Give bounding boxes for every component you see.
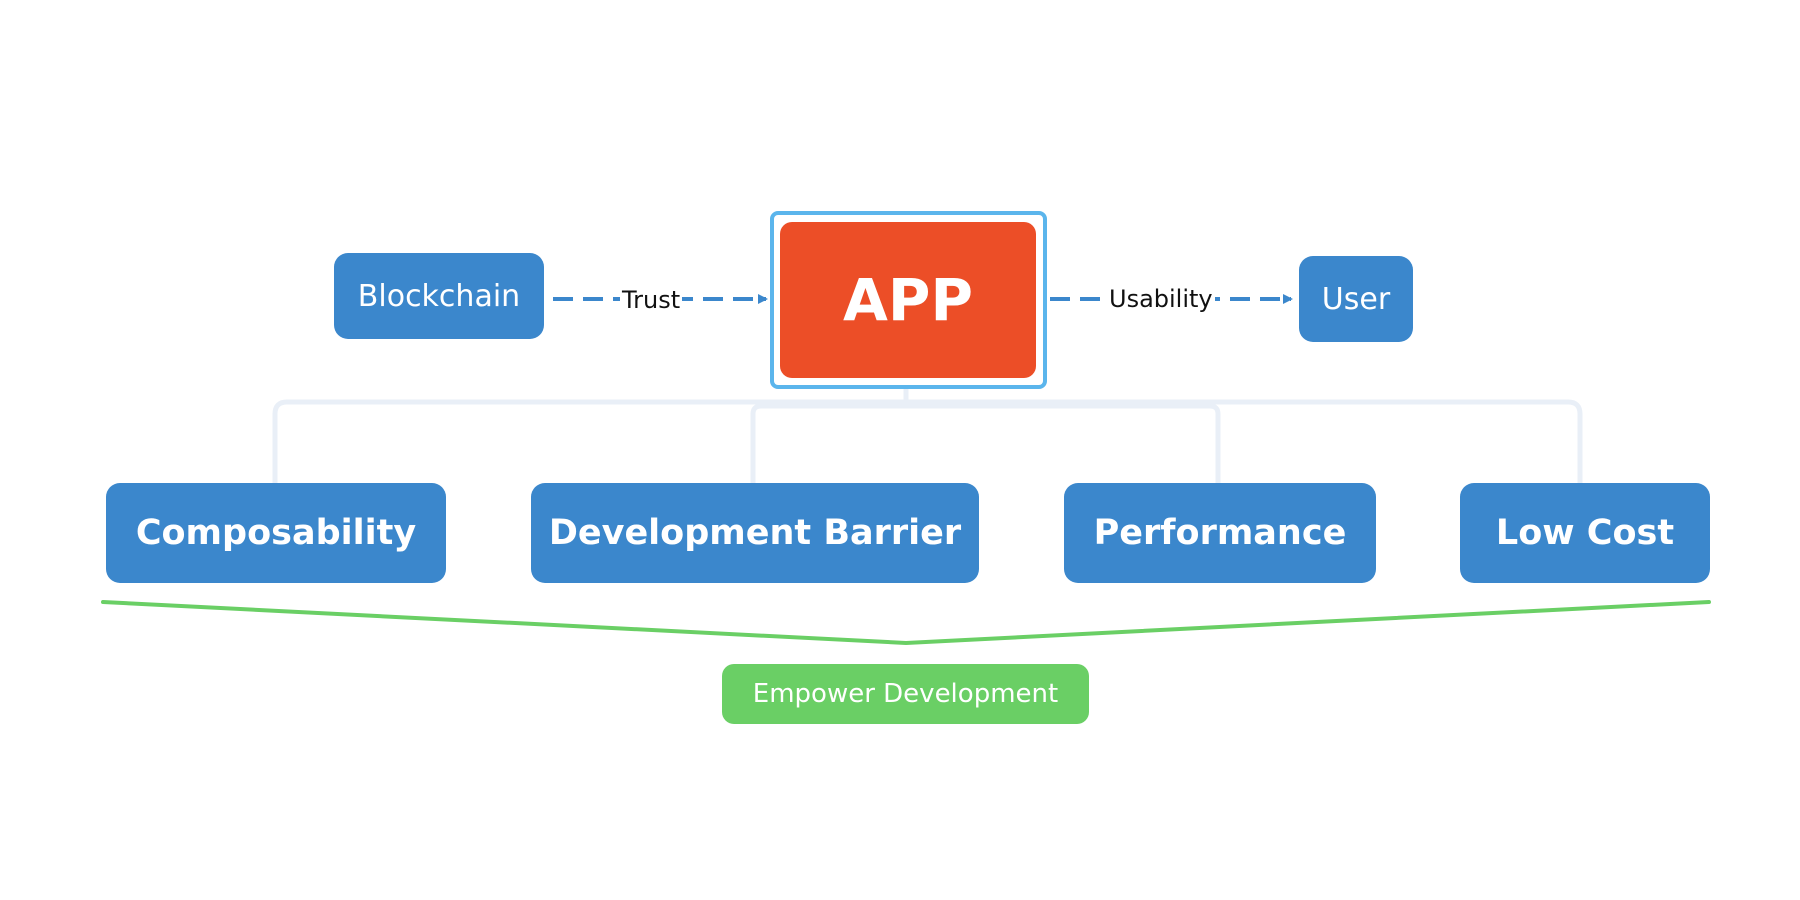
connector-development-barrier — [750, 403, 1221, 483]
performance-node: Performance — [1064, 483, 1376, 583]
development-barrier-node: Development Barrier — [531, 483, 979, 583]
app-node: APP — [780, 222, 1036, 378]
green-bracket — [101, 600, 1711, 646]
usability-label: Usability — [1107, 284, 1215, 314]
empower-development-node: Empower Development — [722, 664, 1089, 724]
blockchain-node: Blockchain — [334, 253, 544, 339]
low-cost-node: Low Cost — [1460, 483, 1710, 583]
composability-node: Composability — [106, 483, 446, 583]
trust-label: Trust — [620, 285, 683, 315]
tree-connectors — [272, 382, 1583, 483]
user-node: User — [1299, 256, 1413, 342]
connector-composability — [272, 399, 1583, 483]
